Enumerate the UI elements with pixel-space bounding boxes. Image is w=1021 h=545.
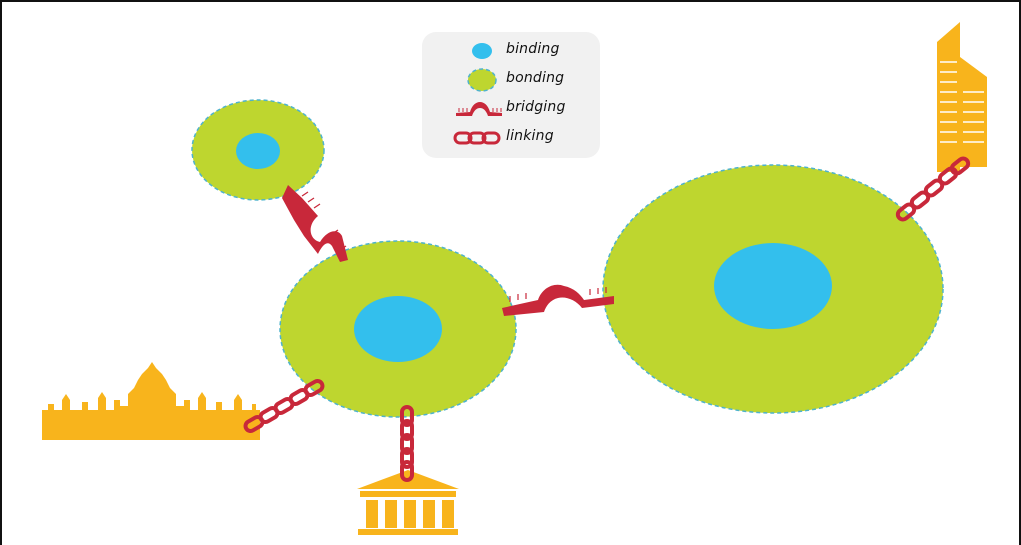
skyscraper-icon [937, 22, 987, 172]
legend-label: binding [506, 41, 560, 57]
binding-core-center [354, 296, 442, 362]
bridge-small-to-center [282, 185, 348, 262]
blue-dot-icon [472, 43, 492, 59]
legend-item-bridging: bridging [422, 97, 600, 121]
legend-item-bonding: bonding [422, 68, 600, 92]
parliament-skyline-icon [42, 362, 260, 440]
chain-center-to-temple [400, 405, 414, 482]
legend-label: linking [506, 128, 554, 144]
green-dot-icon [467, 68, 497, 92]
bridge-center-to-large [502, 284, 614, 316]
legend-item-binding: binding [422, 39, 600, 63]
binding-core-large [714, 243, 832, 329]
chain-icon [453, 131, 501, 145]
bridge-icon [456, 102, 502, 116]
legend: binding bonding bridging [422, 32, 600, 158]
legend-item-linking: linking [422, 126, 600, 150]
binding-core-small [236, 133, 280, 169]
legend-label: bridging [506, 99, 566, 115]
legend-label: bonding [506, 70, 565, 86]
